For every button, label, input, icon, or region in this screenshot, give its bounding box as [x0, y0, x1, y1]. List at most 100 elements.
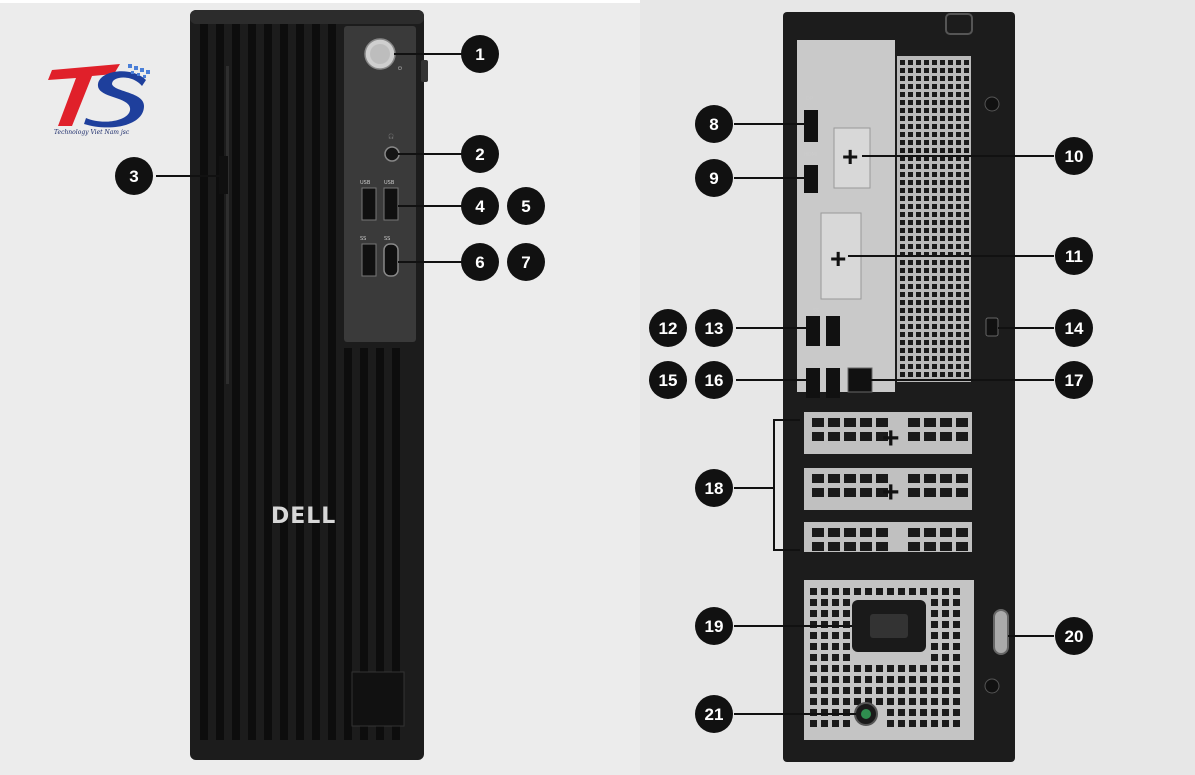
vent-hole: [900, 116, 905, 121]
vent-hole: [948, 108, 953, 113]
front-usb-a-port-1: [361, 187, 377, 221]
callout-circle: [695, 695, 733, 733]
psu-vent-hole: [953, 599, 960, 606]
vent-hole: [932, 228, 937, 233]
psu-vent-hole: [920, 676, 927, 683]
grille-hole: [876, 418, 888, 427]
vent-hole: [932, 180, 937, 185]
vent-hole: [964, 116, 969, 121]
vent-hole: [932, 164, 937, 169]
grille-hole: [956, 488, 968, 497]
vent-hole: [956, 268, 961, 273]
psu-vent-hole: [810, 720, 817, 727]
vent-hole: [908, 252, 913, 257]
vent-hole: [932, 244, 937, 249]
rear-top-latch: [945, 13, 973, 35]
vent-hole: [924, 356, 929, 361]
vent-slot: [392, 348, 400, 740]
vent-hole: [900, 236, 905, 241]
vent-hole: [908, 180, 913, 185]
vent-hole: [948, 292, 953, 297]
vent-hole: [908, 124, 913, 129]
vent-hole: [916, 300, 921, 305]
grille-hole: [940, 474, 952, 483]
psu-vent-hole: [953, 676, 960, 683]
vent-hole: [940, 172, 945, 177]
vent-hole: [948, 164, 953, 169]
psu-vent-hole: [920, 665, 927, 672]
vent-hole: [932, 372, 937, 377]
callout-circle: [649, 309, 687, 347]
vent-hole: [900, 164, 905, 169]
vent-hole: [948, 316, 953, 321]
vent-hole: [932, 60, 937, 65]
vent-hole: [948, 268, 953, 273]
vent-hole: [956, 68, 961, 73]
grille-hole: [956, 474, 968, 483]
vent-hole: [948, 212, 953, 217]
psu-vent-hole: [854, 687, 861, 694]
psu-vent-hole: [832, 654, 839, 661]
vent-hole: [932, 308, 937, 313]
psu-vent-hole: [942, 687, 949, 694]
vent-hole: [964, 68, 969, 73]
vent-hole: [956, 172, 961, 177]
callout-number: 21: [705, 705, 724, 724]
front-usb-c-port: [383, 243, 399, 277]
psu-vent-hole: [832, 687, 839, 694]
vent-hole: [900, 276, 905, 281]
vent-hole: [924, 260, 929, 265]
vent-hole: [940, 372, 945, 377]
vent-hole: [940, 276, 945, 281]
grille-hole: [876, 432, 888, 441]
vent-hole: [956, 220, 961, 225]
vent-hole: [900, 308, 905, 313]
vent-hole: [932, 220, 937, 225]
vent-slot: [264, 24, 272, 740]
expansion-plus-icon-1: +: [882, 422, 900, 455]
vent-hole: [948, 228, 953, 233]
grille-hole: [908, 474, 920, 483]
vent-hole: [932, 316, 937, 321]
vent-hole: [948, 188, 953, 193]
vent-slot: [232, 24, 240, 740]
vent-hole: [964, 100, 969, 105]
vent-hole: [908, 260, 913, 265]
vent-hole: [940, 76, 945, 81]
vent-hole: [900, 324, 905, 329]
psu-vent-hole: [832, 643, 839, 650]
vent-hole: [956, 84, 961, 89]
vent-hole: [924, 268, 929, 273]
grille-hole: [956, 528, 968, 537]
vent-slot: [200, 24, 208, 740]
psu-vent-hole: [832, 632, 839, 639]
vent-hole: [948, 204, 953, 209]
grille-hole: [844, 488, 856, 497]
grille-hole: [924, 488, 936, 497]
front-top-bevel: [190, 10, 424, 24]
callout-12: 12: [649, 309, 687, 347]
expansion-slots: + +: [804, 412, 972, 552]
vent-hole: [916, 116, 921, 121]
vent-hole: [916, 164, 921, 169]
thumbscrew-top: [984, 96, 1000, 112]
psu-vent-hole: [942, 654, 949, 661]
vent-hole: [924, 244, 929, 249]
vent-hole: [964, 356, 969, 361]
grille-hole: [860, 542, 872, 551]
vent-hole: [948, 132, 953, 137]
callout-17: 17: [1055, 361, 1093, 399]
grille-hole: [812, 528, 824, 537]
vent-hole: [924, 100, 929, 105]
vent-hole: [916, 348, 921, 353]
vent-hole: [956, 316, 961, 321]
psu-vent-hole: [821, 698, 828, 705]
grille-hole: [828, 432, 840, 441]
vent-hole: [940, 84, 945, 89]
grille-hole: [828, 488, 840, 497]
psu-vent-hole: [887, 687, 894, 694]
vent-hole: [948, 244, 953, 249]
vent-hole: [900, 220, 905, 225]
